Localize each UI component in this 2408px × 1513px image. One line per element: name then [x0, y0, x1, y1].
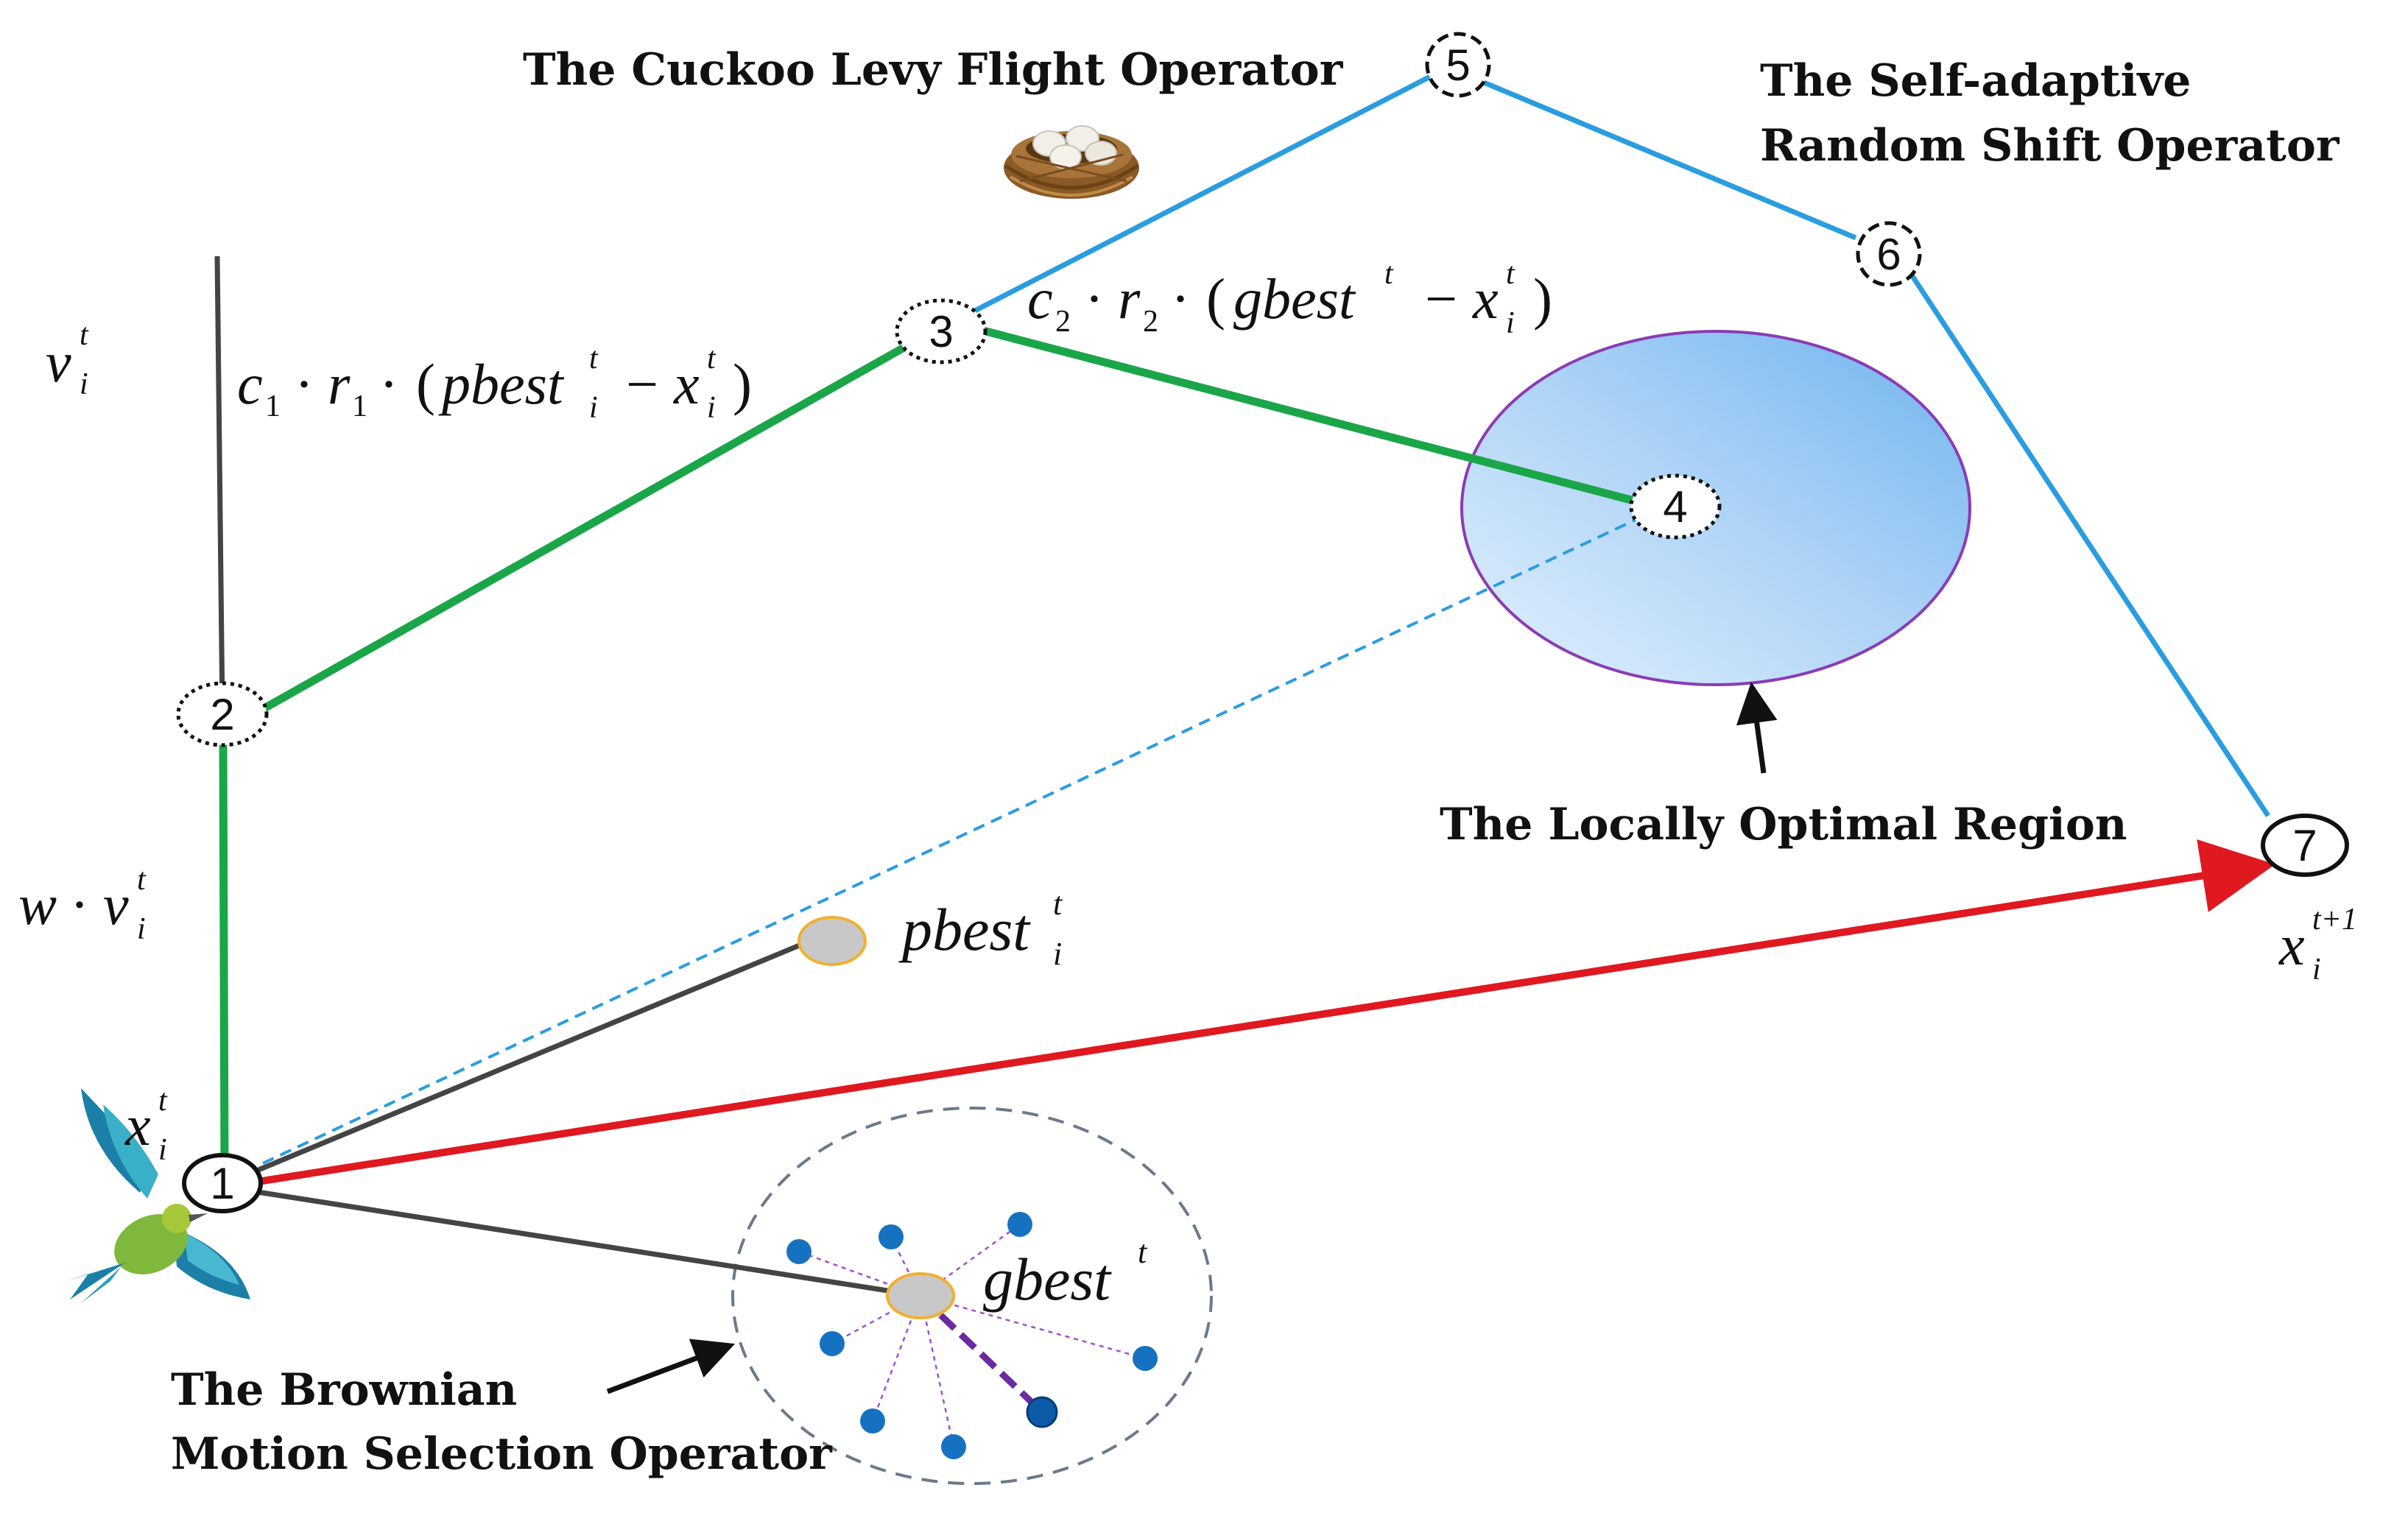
svg-text:−: −: [626, 352, 658, 416]
bird-nest-icon: [1004, 125, 1139, 199]
math-pbest-label: pbest t i: [898, 886, 1063, 972]
cuckoo-operator-label: The Cuckoo Levy Flight Operator: [523, 44, 1344, 96]
svg-text:v: v: [46, 330, 71, 394]
brownian-label-line2: Motion Selection Operator: [171, 1428, 833, 1480]
red-arrow-1-7: [257, 839, 2275, 1185]
svg-text:·: ·: [70, 872, 89, 937]
bird-icon: [66, 1088, 250, 1303]
svg-text:t: t: [80, 318, 89, 352]
svg-text:t: t: [137, 863, 147, 897]
math-v-i-t: v t i: [46, 318, 89, 401]
svg-text:i: i: [1053, 936, 1062, 972]
svg-text:x: x: [1472, 267, 1499, 331]
svg-text:·: ·: [379, 352, 398, 416]
svg-text:5: 5: [1446, 40, 1470, 90]
svg-text:x: x: [124, 1093, 151, 1157]
green-path: [219, 323, 1647, 1179]
svg-text:i: i: [589, 391, 598, 425]
svg-text:t: t: [1506, 257, 1515, 291]
svg-text:pbest: pbest: [898, 896, 1031, 963]
svg-text:i: i: [137, 912, 146, 946]
pbest-point: [798, 916, 867, 966]
gray-lines: [214, 255, 921, 1299]
node-7: 7: [2261, 814, 2349, 877]
svg-text:r: r: [328, 352, 351, 416]
svg-text:−: −: [1425, 267, 1457, 331]
svg-text:gbest: gbest: [1233, 267, 1356, 331]
math-cognitive-term: c 1 · r 1 · ( pbest t i − x t i ): [237, 342, 752, 425]
svg-text:4: 4: [1663, 482, 1687, 532]
svg-text:pbest: pbest: [438, 352, 565, 416]
svg-text:i: i: [158, 1133, 167, 1167]
svg-text:6: 6: [1876, 230, 1901, 279]
svg-text:): ): [733, 352, 752, 416]
svg-text:3: 3: [929, 307, 953, 356]
svg-text:·: ·: [1171, 267, 1190, 331]
svg-text:gbest: gbest: [983, 1246, 1112, 1313]
svg-text:2: 2: [1143, 305, 1158, 339]
svg-text:): ): [1533, 267, 1552, 331]
brownian-label-line1: The Brownian: [171, 1364, 517, 1416]
svg-text:·: ·: [1085, 267, 1104, 331]
svg-text:w: w: [18, 872, 57, 937]
svg-text:i: i: [707, 391, 716, 425]
brownian-region: [731, 1107, 1213, 1485]
svg-text:x: x: [673, 352, 700, 416]
node-3: 3: [895, 298, 988, 364]
math-x-i-t1: x t+1 i: [2278, 903, 2357, 987]
math-social-term: c 2 · r 2 · ( gbest t − x t i ): [1027, 257, 1552, 340]
brownian-selection-line: [918, 1293, 1045, 1415]
svg-text:t: t: [1053, 886, 1063, 922]
svg-text:c: c: [1027, 267, 1053, 331]
svg-text:c: c: [237, 352, 263, 416]
math-gbest-label: gbest t: [983, 1234, 1148, 1313]
svg-text:r: r: [1118, 267, 1141, 331]
self-adaptive-label-line1: The Self-adaptive: [1760, 55, 2191, 107]
math-x-i-t: x t i: [124, 1084, 168, 1167]
svg-text:t: t: [707, 342, 717, 375]
svg-text:1: 1: [265, 389, 281, 423]
svg-text:i: i: [1506, 306, 1515, 340]
svg-text:t: t: [1384, 257, 1394, 291]
svg-text:·: ·: [295, 352, 314, 416]
svg-text:v: v: [103, 872, 129, 937]
node-6: 6: [1856, 221, 1922, 287]
node-5: 5: [1425, 32, 1491, 98]
gbest-point: [886, 1272, 955, 1319]
svg-text:1: 1: [210, 1159, 234, 1208]
locally-optimal-label: The Locally Optimal Region: [1440, 799, 2127, 850]
svg-text:(: (: [1206, 267, 1225, 331]
node-4: 4: [1629, 473, 1722, 540]
svg-text:1: 1: [352, 389, 367, 423]
svg-text:t+1: t+1: [2312, 903, 2357, 937]
svg-text:t: t: [1138, 1234, 1148, 1270]
self-adaptive-label-line2: Random Shift Operator: [1760, 120, 2340, 172]
svg-text:7: 7: [2292, 821, 2317, 870]
svg-text:i: i: [80, 367, 88, 401]
node-2: 2: [176, 681, 269, 747]
svg-text:x: x: [2278, 913, 2305, 977]
svg-text:2: 2: [1055, 305, 1071, 339]
svg-text:t: t: [589, 342, 599, 375]
pointer-arrow-brownian: [606, 1339, 736, 1394]
dashed-line-1-4: [228, 501, 1672, 1181]
node-1: 1: [182, 1153, 263, 1213]
selected-dot: [1026, 1396, 1058, 1428]
pointer-arrow-locally-optimal: [1736, 682, 1778, 774]
math-inertia-term: w · v t i: [18, 863, 147, 946]
svg-text:2: 2: [210, 690, 234, 739]
blue-path: [969, 71, 2270, 817]
svg-text:(: (: [416, 352, 435, 416]
brownian-dots: [786, 1212, 1158, 1459]
svg-text:i: i: [2312, 953, 2321, 987]
svg-text:t: t: [158, 1084, 168, 1118]
